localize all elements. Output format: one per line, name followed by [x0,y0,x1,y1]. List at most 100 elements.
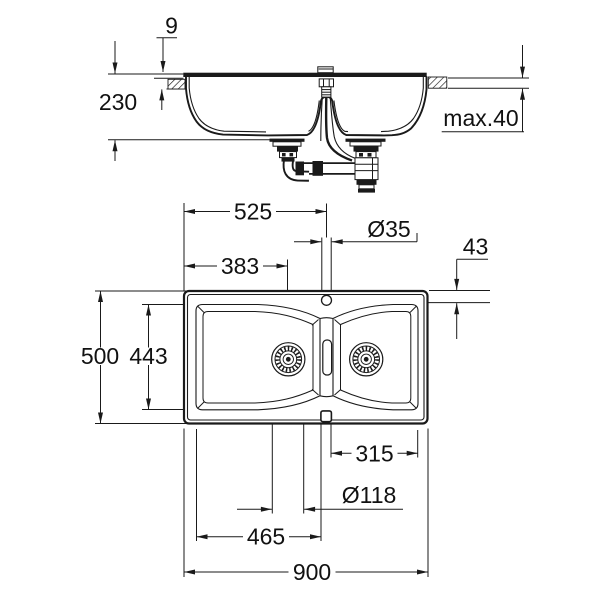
side-elevation-view: 9 230 max.40 [99,13,529,193]
dimension-inner-depth: 443 [127,304,170,410]
dimension-label: Ø35 [367,216,410,242]
dimension-label: 9 [165,13,178,39]
dimension-label: Ø118 [342,482,397,508]
counter-hatch-right [427,76,448,89]
drain-flange-ring [349,141,382,147]
sink-rim-bar [183,72,427,77]
faucet-nut [318,78,335,88]
pipe-coupling [312,161,323,176]
label-backing [351,444,398,462]
label-backing [288,563,336,581]
corner-tick [311,388,319,396]
corner-tick [334,388,342,396]
outlet-end [358,188,375,193]
bowl-bottom-edge [340,311,412,404]
faucet-hose-center [324,97,353,162]
dimension-drain-from-left: 383 [184,253,288,279]
countertop-right [427,76,529,89]
divider-top-bridge [319,317,334,320]
corner-tick [409,305,417,313]
corner-tick [334,319,342,326]
drain-flange [269,138,305,142]
divider-bottom-bridge [319,395,334,398]
drain-tailpiece [281,157,295,162]
drain-tee-body [354,157,379,181]
label-backing [230,202,276,221]
strainer-center [285,356,291,362]
dimension-label: 500 [81,343,119,369]
left-drain-strainer [271,342,306,377]
countertop-left [154,77,186,90]
dimension-rim-height: 9 [156,13,178,110]
dimension-label: 443 [129,343,167,369]
label-backing [79,347,121,365]
label-backing [217,257,263,275]
drain-body [353,146,379,152]
dimension-counter-thickness: max.40 [441,45,525,133]
divider-slot [322,339,333,376]
corner-tick [311,319,319,326]
dimension-overall-depth: 500 [79,291,121,424]
dimension-label: 525 [234,199,272,225]
counter-hatch-left [167,78,186,90]
faucet-hose-right [329,97,356,160]
locknut-mark [367,153,372,157]
sink-rim-inner-edge [186,293,425,421]
label-backing [127,347,170,365]
dimension-label: 43 [463,234,489,260]
locknut-mark [359,153,363,157]
dimension-overall-width: 900 [184,559,428,585]
tap-hole [320,294,333,306]
drain-flange [345,138,386,142]
strainer-ring [279,350,298,369]
pipe-coupling [295,161,304,176]
faucet-cap [317,66,334,74]
strainer-ring [274,345,303,374]
tee-cap [356,179,377,185]
drain-flange-ring [272,141,302,147]
bowl-opening-edge [332,303,419,411]
outlet-stub [358,184,375,190]
dimension-label: 383 [221,253,259,279]
strainer-ring [360,353,372,365]
right-bowl [332,303,419,411]
dimension-left-bowl-width: 465 [196,524,321,550]
faucet-hose-left [320,97,323,142]
center-divider [319,317,334,398]
sink-cross-section [183,72,428,137]
strainer-ring [352,345,381,374]
strainer-center [363,356,369,362]
trap-elbow-bore [284,159,310,180]
drain-pipe [282,159,356,182]
dimension-tap-hole-diameter: Ø35 [294,216,417,245]
dimension-tap-from-top: 43 [454,234,489,339]
dimension-label: 900 [293,559,331,585]
sink-inner-profile [188,77,424,133]
corner-tick [409,401,417,409]
locknut-mark [282,153,286,157]
strainer-ring [282,353,294,365]
locknut-mark [289,153,294,157]
plan-view: 525 Ø35 43 383 500 [79,199,490,585]
drain-assembly-right [345,138,386,193]
dimension-label: 230 [99,89,137,115]
corner-tick [197,401,205,409]
dimension-label: 465 [247,524,285,550]
dimension-label: 315 [355,440,393,466]
overflow-opening [320,410,333,423]
drain-body [277,146,298,152]
label-backing [243,528,289,546]
dimension-label: max.40 [443,105,518,131]
sink-outer-profile [185,76,428,137]
corner-tick [197,305,205,313]
dimension-depth: 230 [99,41,137,161]
faucet-mount [317,66,356,162]
drain-assembly-left [269,138,305,162]
strainer-ring [357,350,376,369]
dimension-tap-from-left: 525 [184,199,327,225]
dimension-right-bowl-width: 315 [331,440,418,466]
right-drain-strainer [349,342,384,377]
dimension-drain-diameter: Ø118 [237,482,403,512]
